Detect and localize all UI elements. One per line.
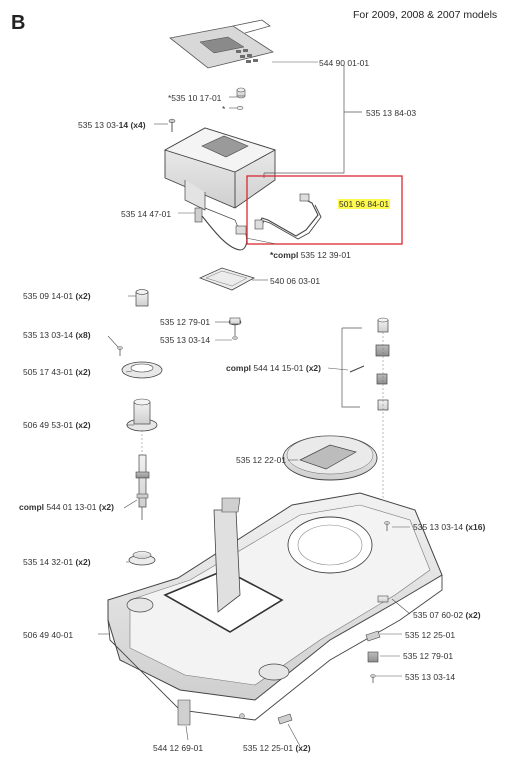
chassis (107, 492, 443, 726)
label-535-13-03-14-x8: 535 13 03-14 (x8) (23, 330, 91, 340)
label-535-10-17-01: *535 10 17-01 (168, 93, 222, 103)
label-544-12-69-01: 544 12 69-01 (153, 743, 204, 753)
round-cover (282, 435, 378, 481)
label-compl-544-14-15-01: compl 544 14 15-01 (x2) (226, 363, 321, 373)
keypad-membrane (169, 19, 274, 69)
cover-plate (198, 267, 256, 291)
label-501-96-84-01: 501 96 84-01 (338, 199, 391, 209)
label-535-12-79-01-b: 535 12 79-01 (403, 651, 454, 661)
label-535-12-22-01: 535 12 22-01 (236, 455, 287, 465)
label-506-49-40-01: 506 49 40-01 (23, 630, 74, 640)
standoff (236, 87, 246, 110)
label-535-12-79-01-a: 535 12 79-01 (160, 317, 211, 327)
label-535-13-03-14-x4: 535 13 03-14 (x4) (78, 120, 146, 130)
label-535-13-03-14-b: 535 13 03-14 (405, 672, 456, 682)
label-535-13-84-03: 535 13 84-03 (366, 108, 417, 118)
label-535-13-03-14-a: 535 13 03-14 (160, 335, 211, 345)
highlight-marker: 501 96 84-01 (338, 199, 391, 209)
left-column-parts (117, 289, 163, 566)
label-compl-544-01-13-01: compl 544 01 13-01 (x2) (19, 502, 114, 512)
screw-top (168, 118, 176, 132)
assembly-bracket (264, 65, 345, 174)
label-544-90-01-01: 544 90 01-01 (319, 58, 370, 68)
label-540-06-03-01: 540 06 03-01 (270, 276, 321, 286)
highlighted-cable (254, 193, 322, 240)
label-505-17-43-01-x2: 505 17 43-01 (x2) (23, 367, 91, 377)
label-535-14-32-01-x2: 535 14 32-01 (x2) (23, 557, 91, 567)
section-letter: B (11, 12, 26, 34)
leader-lines (98, 61, 411, 747)
callout-frame (246, 175, 403, 245)
label-535-14-47-01: 535 14 47-01 (121, 209, 172, 219)
label-asterisk: * (222, 104, 226, 114)
label-compl-535-12-39-01: *compl 535 12 39-01 (270, 250, 351, 260)
bottom-right-parts (239, 521, 390, 725)
right-column-parts (341, 317, 390, 600)
label-535-07-60-02-x2: 535 07 60-02 (x2) (413, 610, 481, 620)
control-box-housing (163, 127, 277, 233)
label-535-13-03-14-x16: 535 13 03-14 (x16) (413, 522, 486, 532)
label-506-49-53-01-x2: 506 49 53-01 (x2) (23, 420, 91, 430)
label-535-12-25-01-x2: 535 12 25-01 (x2) (243, 743, 311, 753)
label-535-12-25-01-a: 535 12 25-01 (405, 630, 456, 640)
label-535-09-14-01-x2: 535 09 14-01 (x2) (23, 291, 91, 301)
model-note: For 2009, 2008 & 2007 models (353, 9, 498, 21)
small-knob (228, 317, 242, 340)
